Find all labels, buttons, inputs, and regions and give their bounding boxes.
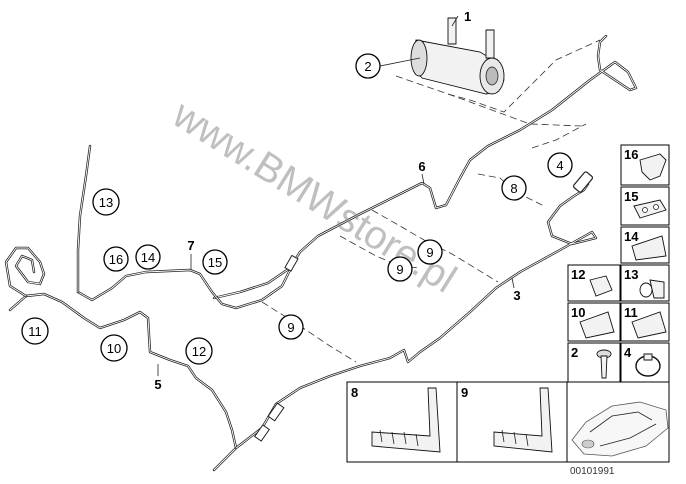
callout-9b: 9 (396, 262, 403, 277)
part-label-13: 13 (624, 267, 638, 282)
callout-circle-13 (92, 188, 120, 216)
callout-15: 15 (208, 255, 222, 270)
part-label-16: 16 (624, 147, 638, 162)
callout-circle-8 (501, 175, 527, 201)
callout-circle-16 (103, 246, 129, 272)
callout-14: 14 (141, 250, 155, 265)
part-label-12: 12 (571, 267, 585, 282)
part-label-8: 8 (351, 385, 358, 400)
pipe-coil (4, 246, 46, 298)
callout-12: 12 (192, 344, 206, 359)
callout-1: 1 (464, 9, 471, 24)
part-label-4: 4 (624, 345, 632, 360)
part-label-9: 9 (461, 385, 468, 400)
callout-8: 8 (510, 181, 517, 196)
part-label-2: 2 (571, 345, 578, 360)
pipe-connector (254, 424, 270, 442)
callout-5: 5 (154, 377, 161, 392)
part-label-14: 14 (624, 229, 639, 244)
callout-2: 2 (364, 59, 371, 74)
callout-7: 7 (187, 238, 194, 253)
pipe-connector (572, 171, 594, 193)
callout-3: 3 (513, 288, 520, 303)
part-label-11: 11 (624, 305, 638, 320)
fuel-filter-canister (410, 15, 505, 95)
callout-6: 6 (418, 159, 425, 174)
part-box-8 (346, 381, 458, 463)
callout-10: 10 (107, 341, 121, 356)
callout-circle-9b (387, 256, 413, 282)
callout-circle-12 (185, 337, 213, 365)
callout-circle-9a (417, 239, 443, 265)
callout-9a: 9 (426, 245, 433, 260)
pipe-connector (267, 402, 285, 422)
callout-13: 13 (99, 195, 113, 210)
part-box-2 (567, 342, 621, 384)
callout-16: 16 (109, 252, 123, 267)
callout-4: 4 (556, 158, 563, 173)
fuel-lines (4, 34, 638, 472)
part-label-10: 10 (571, 305, 585, 320)
callout-circle-10 (100, 334, 128, 362)
callout-circle-15 (202, 249, 228, 275)
callout-9c: 9 (287, 320, 294, 335)
callout-circle-11 (21, 317, 49, 345)
parts-grid: 16 15 14 12 13 10 11 2 (346, 144, 670, 477)
callout-11: 11 (28, 324, 42, 339)
callout-circle-14 (135, 244, 161, 270)
part-label-15: 15 (624, 189, 638, 204)
callouts: 1 2 4 6 8 13 9 9 16 14 7 15 (21, 9, 573, 392)
callout-circle-9c (278, 314, 304, 340)
pipe-connector (284, 254, 299, 272)
callout-circle-4 (547, 152, 573, 178)
diagram-code: 00101991 (570, 466, 615, 477)
